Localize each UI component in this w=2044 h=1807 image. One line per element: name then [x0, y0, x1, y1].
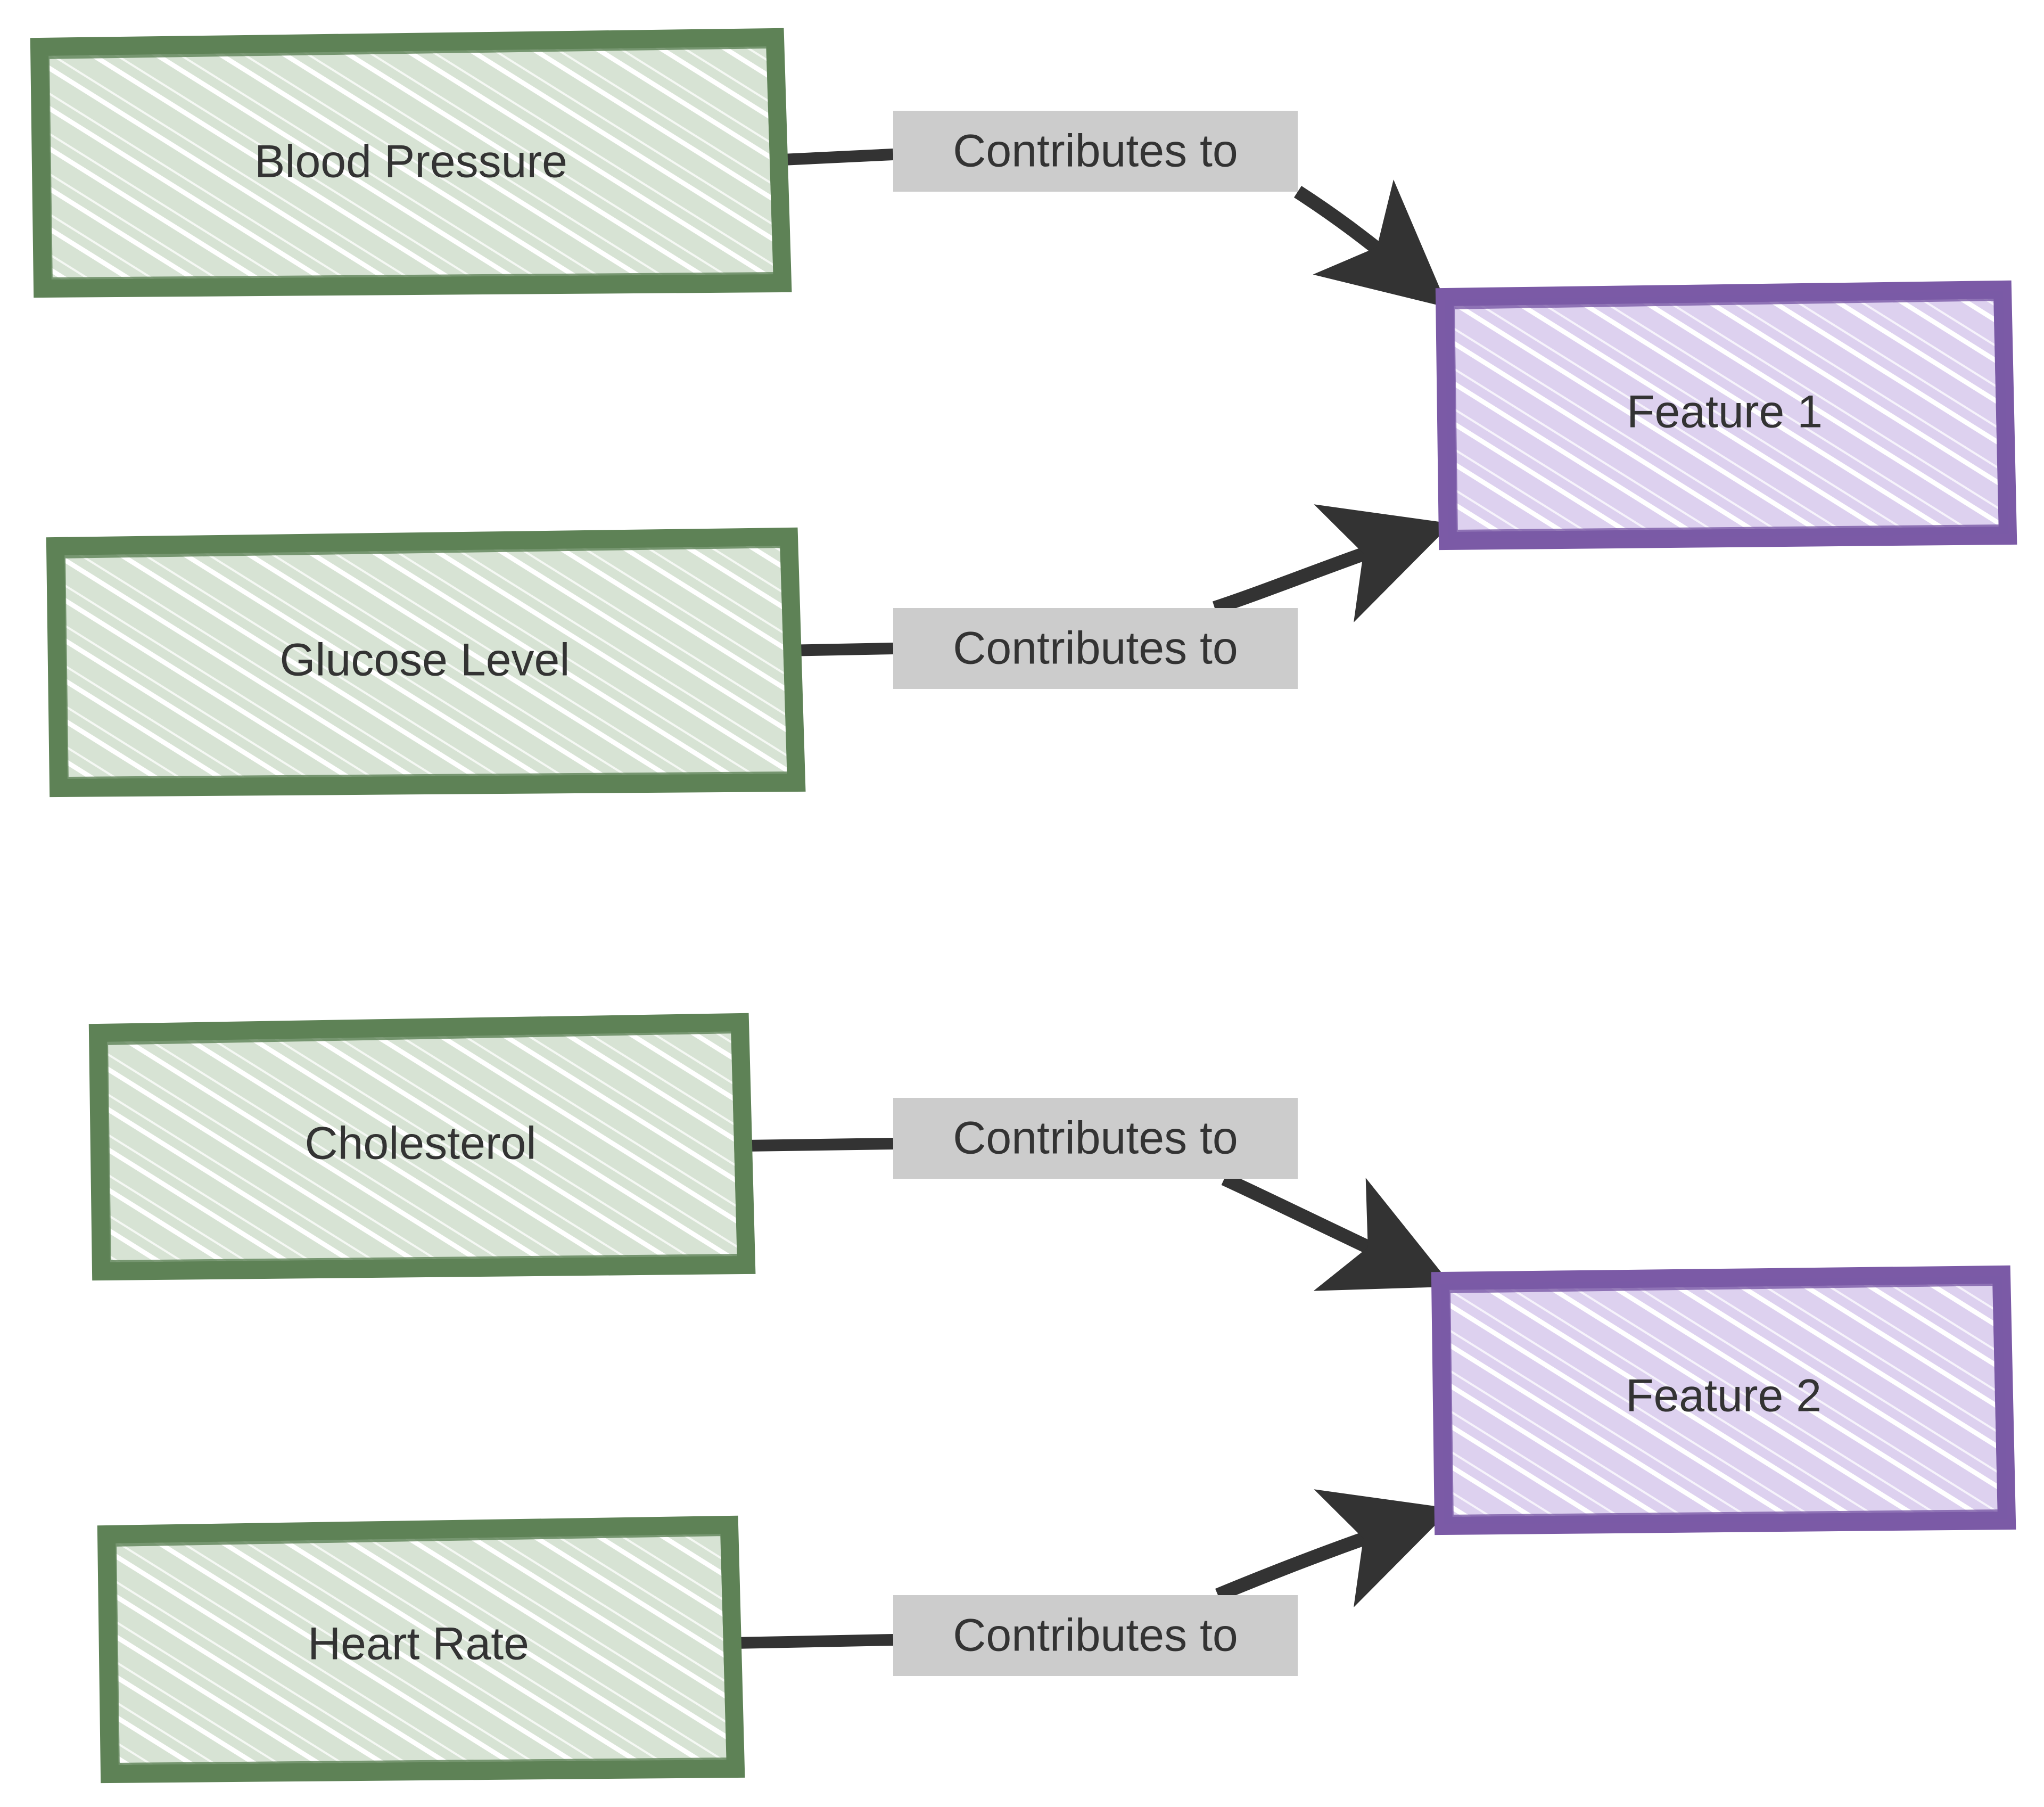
node-label: Cholesterol — [305, 1118, 537, 1169]
node-label: Feature 2 — [1626, 1370, 1822, 1422]
edge-label-background — [893, 111, 1298, 192]
node-border — [1435, 280, 2017, 551]
node-border-overstroke — [55, 538, 797, 787]
edge-ch-f2[interactable] — [745, 1138, 1453, 1291]
edge-line — [734, 1634, 894, 1649]
node-label: Feature 1 — [1627, 387, 1823, 438]
edge-label-text: Contributes to — [953, 126, 1238, 177]
edge-label-ch-f2[interactable]: Contributes to — [893, 1098, 1298, 1179]
node-glucose-level[interactable]: Glucose Level — [46, 527, 806, 798]
node-border — [1431, 1265, 2016, 1535]
node-heart-rate[interactable]: Heart Rate — [97, 1515, 745, 1784]
node-border — [88, 1013, 756, 1281]
node-cholesterol[interactable]: Cholesterol — [88, 1013, 756, 1281]
edge-line-curve — [1215, 1489, 1452, 1607]
edges-layer — [734, 149, 1453, 1649]
node-border-overstroke — [106, 1526, 737, 1773]
edge-label-background — [893, 1595, 1298, 1676]
node-fill — [1447, 291, 2008, 540]
edge-labels-layer: Contributes to Contributes to Contribute… — [893, 111, 1298, 1676]
node-fill — [109, 1526, 736, 1773]
edge-label-text: Contributes to — [953, 1610, 1238, 1661]
node-label: Heart Rate — [308, 1619, 529, 1670]
node-fill — [1443, 1276, 2007, 1525]
nodes-layer: Blood Pressure Glucose Level Cholesterol — [30, 28, 2017, 1784]
edge-label-gl-f1[interactable]: Contributes to — [893, 608, 1298, 689]
node-border-overstroke — [39, 38, 784, 288]
node-border-overstroke — [98, 1023, 747, 1270]
node-fill — [57, 538, 796, 787]
edge-bp-f1[interactable] — [782, 149, 1448, 308]
edge-hr-f2[interactable] — [734, 1489, 1452, 1649]
edge-label-background — [893, 608, 1298, 689]
node-blood-pressure[interactable]: Blood Pressure — [30, 28, 792, 298]
edge-line-curve — [1293, 179, 1448, 308]
edge-label-bp-f1[interactable]: Contributes to — [893, 111, 1298, 192]
node-border-overstroke — [1445, 291, 2009, 540]
edge-line-curve — [1221, 1172, 1453, 1291]
node-label: Blood Pressure — [254, 136, 567, 187]
edge-label-hr-f2[interactable]: Contributes to — [893, 1595, 1298, 1676]
edge-label-background — [893, 1098, 1298, 1179]
node-border — [46, 527, 806, 798]
node-fill — [100, 1023, 746, 1270]
edge-label-text: Contributes to — [953, 1113, 1238, 1164]
node-label: Glucose Level — [280, 635, 570, 686]
node-fill — [42, 38, 782, 288]
edge-line — [745, 1138, 894, 1152]
edge-line — [782, 149, 894, 166]
node-feature-2[interactable]: Feature 2 — [1431, 1265, 2016, 1535]
node-border — [30, 28, 792, 298]
node-feature-1[interactable]: Feature 1 — [1435, 280, 2017, 551]
edge-line-curve — [1212, 504, 1452, 622]
edge-label-text: Contributes to — [953, 623, 1238, 674]
node-border — [97, 1515, 745, 1784]
node-border-overstroke — [1440, 1276, 2008, 1525]
